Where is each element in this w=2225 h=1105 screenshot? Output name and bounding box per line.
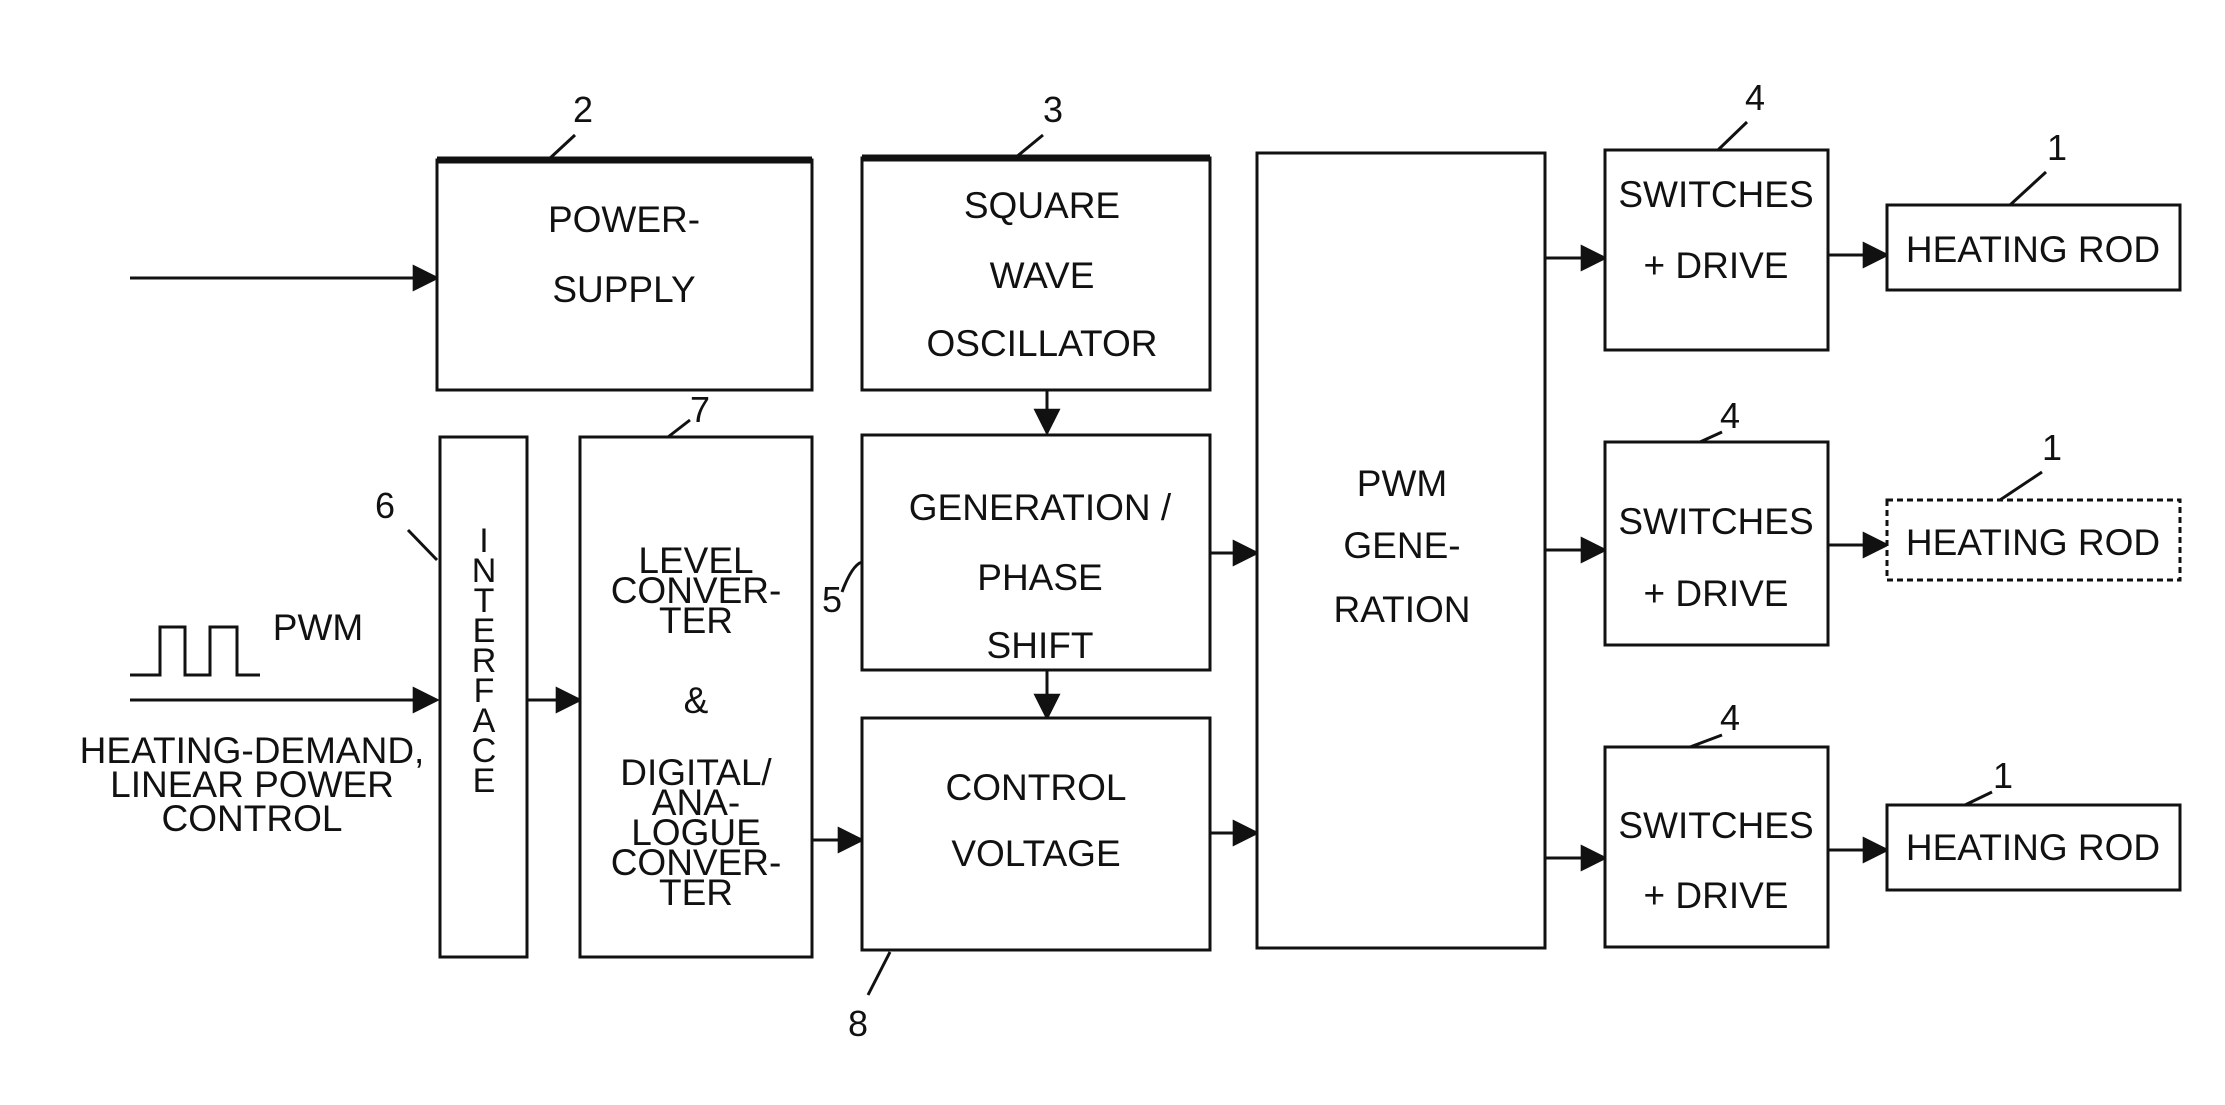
switches-block-1: SWITCHES + DRIVE	[1605, 150, 1828, 350]
ref-numeral-heating-rod-1: 1	[2047, 127, 2067, 168]
switches-block-2: SWITCHES + DRIVE	[1605, 442, 1828, 645]
pwm-waveform-icon	[130, 627, 260, 675]
level-converter-label: TER	[659, 600, 733, 641]
drive-label: + DRIVE	[1644, 875, 1789, 916]
oscillator-block: SQUARE WAVE OSCILLATOR	[862, 158, 1210, 390]
ref-numeral-heating-rod-2: 1	[2042, 427, 2062, 468]
pwm-generation-label-1: PWM	[1357, 463, 1447, 504]
phase-shift-label-2: PHASE	[977, 557, 1102, 598]
level-converter-block: LEVEL CONVER- TER & DIGITAL/ ANA- LOGUE …	[580, 437, 812, 957]
heating-rod-2: HEATING ROD	[1887, 500, 2180, 580]
heating-rod-label: HEATING ROD	[1906, 522, 2160, 563]
phase-shift-block: GENERATION / PHASE SHIFT	[862, 435, 1210, 670]
pwm-generation-label-2: GENE-	[1343, 525, 1460, 566]
power-supply-label-1: POWER-	[548, 199, 700, 240]
ref-numeral-switches-2: 4	[1720, 395, 1740, 436]
ref-numeral-phase-shift: 5	[822, 579, 842, 620]
ref-numeral-heating-rod-3: 1	[1993, 755, 2013, 796]
pwm-generation-block: PWM GENE- RATION	[1257, 153, 1545, 948]
power-supply-label-2: SUPPLY	[552, 269, 695, 310]
ref-numeral-switches-3: 4	[1720, 697, 1740, 738]
pwm-generation-label-3: RATION	[1333, 589, 1470, 630]
heating-rod-3: HEATING ROD	[1887, 805, 2180, 890]
oscillator-label-3: OSCILLATOR	[927, 323, 1158, 364]
heating-rod-1: HEATING ROD	[1887, 205, 2180, 290]
pwm-input-label: PWM	[273, 607, 363, 648]
drive-label: + DRIVE	[1644, 245, 1789, 286]
ref-numeral-interface: 6	[375, 485, 395, 526]
ref-numeral-oscillator: 3	[1043, 89, 1063, 130]
interface-letter: E	[473, 762, 496, 800]
level-converter-label: TER	[659, 872, 733, 913]
heating-rod-label: HEATING ROD	[1906, 827, 2160, 868]
switches-label: SWITCHES	[1618, 174, 1813, 215]
heating-rod-label: HEATING ROD	[1906, 229, 2160, 270]
power-supply-block: POWER- SUPPLY	[437, 160, 812, 390]
control-voltage-label-2: VOLTAGE	[951, 833, 1120, 874]
level-converter-label: &	[684, 680, 709, 721]
interface-block: I N T E R F A C E	[440, 437, 527, 957]
oscillator-label-2: WAVE	[990, 255, 1095, 296]
ref-numeral-control-voltage: 8	[848, 1003, 868, 1044]
drive-label: + DRIVE	[1644, 573, 1789, 614]
ref-numeral-switches-1: 4	[1745, 77, 1765, 118]
control-voltage-label-1: CONTROL	[946, 767, 1127, 808]
control-voltage-block: CONTROL VOLTAGE	[862, 718, 1210, 950]
oscillator-label-1: SQUARE	[964, 185, 1120, 226]
switches-label: SWITCHES	[1618, 805, 1813, 846]
phase-shift-label-1: GENERATION /	[909, 487, 1172, 528]
demand-label-line-3: CONTROL	[162, 798, 343, 839]
ref-numeral-level-converter: 7	[690, 389, 710, 430]
phase-shift-label-3: SHIFT	[987, 625, 1094, 666]
ref-numeral-power-supply: 2	[573, 89, 593, 130]
switches-block-3: SWITCHES + DRIVE	[1605, 747, 1828, 947]
switches-label: SWITCHES	[1618, 501, 1813, 542]
